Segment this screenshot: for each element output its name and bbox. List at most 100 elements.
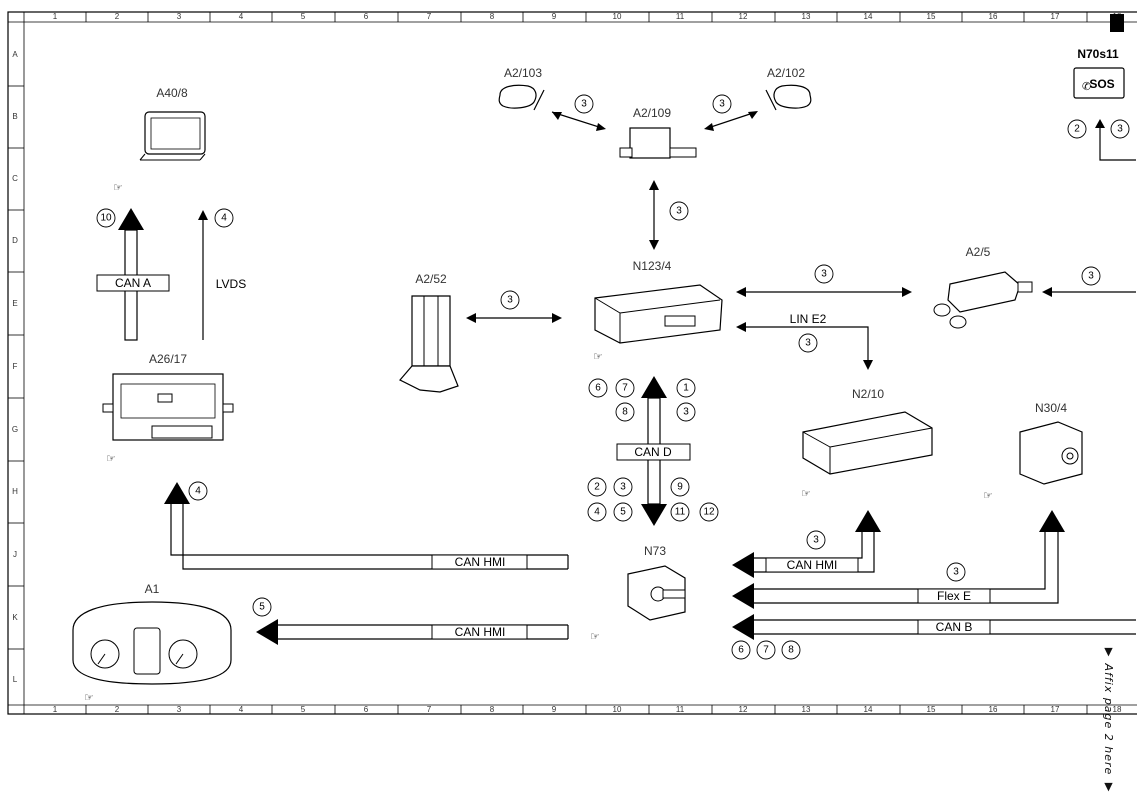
svg-text:3: 3 (507, 295, 513, 306)
col-label: 9 (552, 705, 557, 714)
component-a40-8: A40/8 ☞ (113, 86, 206, 194)
callout-numbers: 3 3 2 3 10 4 3 3 3 3 3 6 7 1 8 3 4 2 3 9… (100, 99, 1123, 656)
grid-column-ticks (85, 12, 1088, 714)
component-n30-4: N30/4 ☞ (983, 401, 1083, 502)
col-label: 5 (301, 12, 306, 21)
svg-text:3: 3 (683, 407, 689, 418)
svg-text:3: 3 (1117, 124, 1123, 135)
antenna-splitter-icon (629, 127, 671, 159)
col-label: 5 (301, 705, 306, 714)
component-a2-103: A2/103 (498, 66, 545, 111)
col-label: 17 (1051, 12, 1060, 21)
component-n2-10: N2/10 ☞ (801, 387, 933, 500)
col-label: 15 (927, 705, 936, 714)
grid-row-ticks (8, 85, 24, 650)
bus-label: CAN HMI (787, 558, 838, 572)
row-label: A (12, 50, 18, 59)
bus-can-hmi-a26: CAN HMI (164, 482, 569, 570)
control-unit-icon (594, 284, 723, 344)
module-icon (1019, 421, 1083, 485)
col-label: 1 (53, 705, 58, 714)
pointing-hand-icon: ☞ (593, 351, 603, 363)
col-label: 12 (739, 12, 748, 21)
col-label: 8 (490, 705, 495, 714)
col-label: 10 (613, 705, 622, 714)
bus-can-hmi-n2: CAN HMI (732, 510, 881, 578)
component-label: N2/10 (852, 387, 884, 401)
col-label: 11 (676, 705, 685, 714)
col-label: 1 (53, 12, 58, 21)
row-label: K (12, 613, 18, 622)
control-unit-icon (802, 411, 933, 475)
col-label: 10 (613, 12, 622, 21)
svg-text:3: 3 (676, 206, 682, 217)
svg-text:2: 2 (594, 482, 600, 493)
row-label: F (13, 362, 18, 371)
bus-label: CAN HMI (455, 555, 506, 569)
row-label: J (13, 550, 17, 559)
svg-text:3: 3 (620, 482, 626, 493)
svg-text:3: 3 (719, 99, 725, 110)
bus-can-b: CAN B (732, 614, 1136, 640)
svg-text:3: 3 (813, 535, 819, 546)
grid-row-labels: A B C D E F G H J K L (12, 50, 18, 684)
component-label: A2/102 (767, 66, 805, 80)
col-label: 6 (364, 705, 369, 714)
component-label: N70s11 (1077, 47, 1119, 61)
bus-label: CAN HMI (455, 625, 506, 639)
col-label: 2 (115, 12, 120, 21)
svg-text:11: 11 (675, 507, 686, 518)
component-label: A40/8 (156, 86, 188, 100)
col-label: 4 (239, 705, 244, 714)
bus-label-lin-e2: LIN E2 (790, 312, 827, 326)
antenna-icon (411, 295, 451, 367)
svg-text:3: 3 (1088, 271, 1094, 282)
svg-text:3: 3 (805, 338, 811, 349)
component-label: A2/52 (415, 272, 447, 286)
col-label: 4 (239, 12, 244, 21)
pointing-hand-icon: ☞ (983, 490, 993, 502)
mirror-icon (773, 84, 812, 109)
svg-text:7: 7 (622, 383, 628, 394)
col-label: 2 (115, 705, 120, 714)
component-a26-17: A26/17 ☞ (102, 352, 234, 465)
svg-text:3: 3 (581, 99, 587, 110)
svg-text:3: 3 (953, 567, 959, 578)
bus-label: CAN D (634, 445, 672, 459)
mirror-icon (498, 84, 537, 109)
component-label: A2/103 (504, 66, 542, 80)
col-label: 3 (177, 12, 182, 21)
bus-flex-e: Flex E (732, 510, 1065, 609)
bus-label: CAN B (936, 620, 973, 634)
col-label: 16 (989, 12, 998, 21)
col-label: 14 (864, 705, 873, 714)
svg-text:4: 4 (221, 213, 227, 224)
svg-text:12: 12 (703, 507, 715, 518)
bus-label: Flex E (937, 589, 971, 603)
row-label: D (12, 236, 18, 245)
pointing-hand-icon: ☞ (106, 453, 116, 465)
svg-text:5: 5 (620, 507, 626, 518)
svg-text:4: 4 (195, 486, 201, 497)
component-label: A2/109 (633, 106, 671, 120)
col-label: 12 (739, 705, 748, 714)
svg-text:10: 10 (100, 213, 112, 224)
col-label: 8 (490, 12, 495, 21)
svg-text:9: 9 (677, 482, 683, 493)
col-label: 6 (364, 12, 369, 21)
component-a1: A1 ☞ (72, 582, 232, 704)
svg-text:6: 6 (738, 645, 744, 656)
row-label: E (12, 299, 17, 308)
component-label: N123/4 (633, 259, 672, 273)
component-a2-5: A2/5 (933, 245, 1033, 329)
bus-can-a: CAN A (96, 208, 170, 341)
col-label: 13 (802, 705, 811, 714)
affix-page-note: ▼ Affix page 2 here ▼ (1102, 645, 1115, 794)
svg-text:8: 8 (788, 645, 794, 656)
bus-label: CAN A (115, 276, 151, 290)
col-label: 13 (802, 12, 811, 21)
component-label: N30/4 (1035, 401, 1067, 415)
svg-text:2: 2 (1074, 124, 1080, 135)
pointing-hand-icon: ☞ (84, 692, 94, 704)
